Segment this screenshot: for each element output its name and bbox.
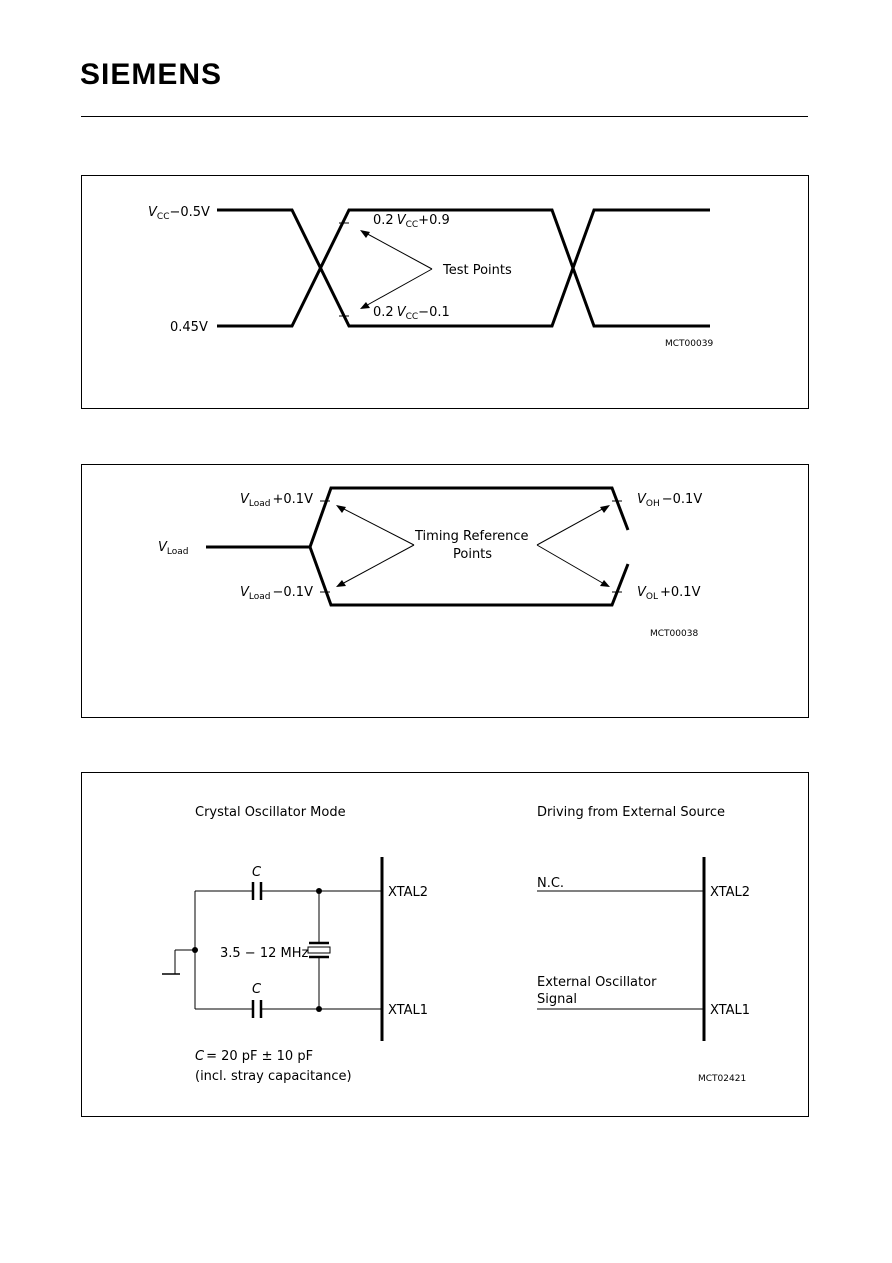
label-xtal2-left: XTAL2 <box>388 885 428 900</box>
label-xtal2-right: XTAL2 <box>710 885 750 900</box>
arrowhead-left-upper <box>336 505 346 513</box>
label-nc: N.C. <box>537 876 564 891</box>
label-v-low: 0.45V <box>170 320 208 335</box>
label-cap-upper: C <box>252 865 262 880</box>
label-vcc-high: VCC−0.5V <box>148 205 210 222</box>
label-xtal1-left: XTAL1 <box>388 1003 428 1018</box>
siemens-logo: SIEMENS <box>80 58 223 91</box>
waveform-2-svg: VLoad VLoad+0.1V VLoad−0.1V VOH−0.1V VOL… <box>158 486 702 639</box>
timing-ref-arrows <box>339 506 607 586</box>
label-cap-lower: C <box>252 982 262 997</box>
label-test-points: Test Points <box>442 263 512 278</box>
waveform-1-ticks <box>339 222 349 317</box>
header-rule <box>81 116 808 117</box>
label-vload-plus: VLoad+0.1V <box>240 492 313 509</box>
label-cap-value: C= 20 pF ± 10 pF <box>195 1049 313 1064</box>
crystal-symbol <box>307 941 331 959</box>
capacitors <box>251 882 263 1018</box>
title-external-source: Driving from External Source <box>537 805 725 820</box>
figure-code-1: MCT00039 <box>665 339 713 349</box>
figure-code-2: MCT00038 <box>650 629 698 639</box>
label-timing-ref-2: Points <box>453 547 492 562</box>
figure-float-waveform: VLoad VLoad+0.1V VLoad−0.1V VOH−0.1V VOL… <box>81 464 809 718</box>
waveform-2-lines <box>206 486 630 607</box>
figure-code-3: MCT02421 <box>698 1074 746 1084</box>
label-cap-note: (incl. stray capacitance) <box>195 1069 352 1084</box>
label-timing-ref-1: Timing Reference <box>414 529 529 544</box>
arrowhead-upper <box>360 230 370 238</box>
arrowhead-right-upper <box>600 505 610 513</box>
arrowhead-left-lower <box>336 580 346 587</box>
label-voh: VOH−0.1V <box>637 492 702 509</box>
figure-oscillator-circuits: Crystal Oscillator Mode Driving from Ext… <box>81 772 809 1117</box>
label-xtal1-right: XTAL1 <box>710 1003 750 1018</box>
arrowhead-lower <box>360 302 370 309</box>
waveform-2-ticks <box>320 500 622 593</box>
test-points-arrows <box>361 230 433 309</box>
title-crystal-mode: Crystal Oscillator Mode <box>195 805 346 820</box>
label-vol: VOL+0.1V <box>637 585 701 602</box>
label-frequency: 3.5 − 12 MHz <box>220 946 308 961</box>
arrowhead-right-lower <box>600 580 610 587</box>
label-vload-minus: VLoad−0.1V <box>240 585 313 602</box>
external-circuit-wires <box>537 890 704 1010</box>
label-vload: VLoad <box>158 540 189 557</box>
waveform-1-lines <box>217 208 710 328</box>
junction-dots <box>192 888 322 1012</box>
label-ext-osc-1: External Oscillator <box>537 975 657 990</box>
oscillator-svg: Crystal Oscillator Mode Driving from Ext… <box>162 805 750 1084</box>
label-ext-osc-2: Signal <box>537 992 577 1007</box>
